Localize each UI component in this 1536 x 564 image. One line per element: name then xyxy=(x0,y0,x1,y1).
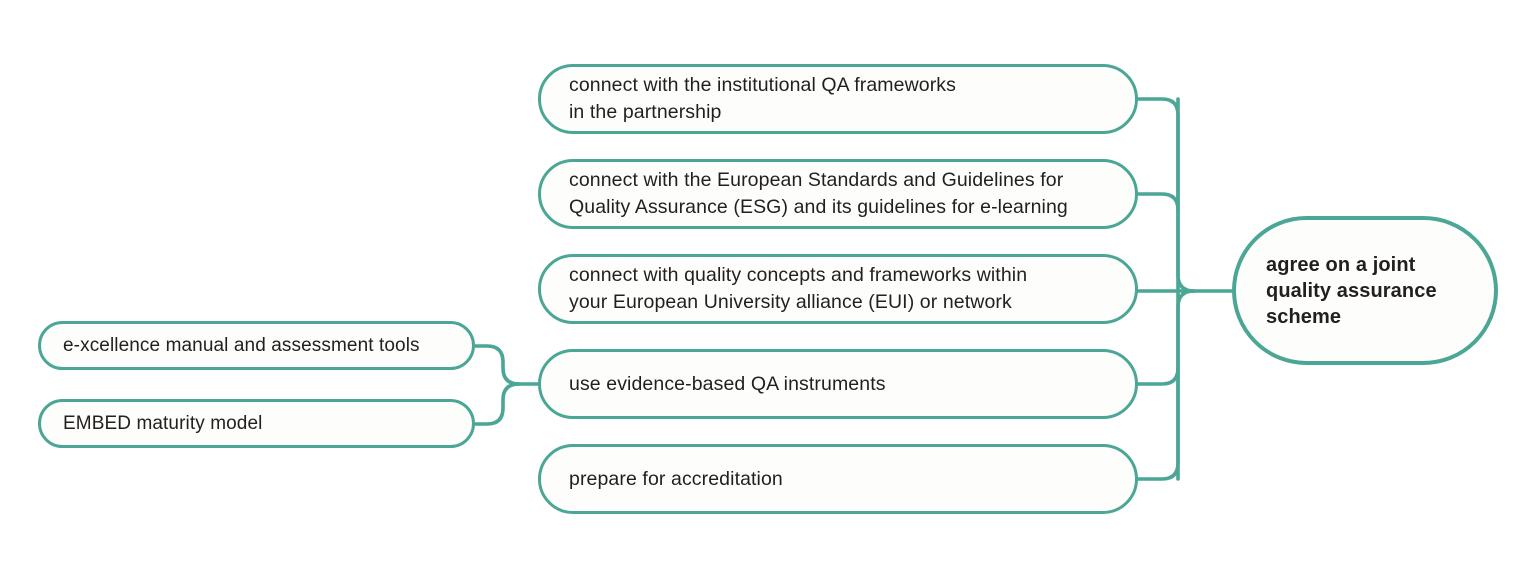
connector-e-xcellence xyxy=(473,344,540,386)
connector-embed xyxy=(473,382,521,426)
node-label: EMBED maturity model xyxy=(63,412,263,434)
node-label: connect with the institutional QA framew… xyxy=(569,74,956,123)
node-joint-qa-scheme[interactable]: agree on a joint quality assurance schem… xyxy=(1232,216,1498,365)
node-label: e-xcellence manual and assessment tools xyxy=(63,334,420,356)
node-evidence-based[interactable]: use evidence-based QA instruments xyxy=(538,349,1138,419)
node-accreditation[interactable]: prepare for accreditation xyxy=(538,444,1138,514)
node-label: agree on a joint quality assurance schem… xyxy=(1266,253,1437,328)
connector-evidence-based xyxy=(1136,366,1180,386)
node-label: prepare for accreditation xyxy=(569,467,783,490)
node-institutional-qa[interactable]: connect with the institutional QA framew… xyxy=(538,64,1138,134)
connector-accreditation xyxy=(1136,289,1196,481)
node-label: use evidence-based QA instruments xyxy=(569,372,886,395)
connector-esg xyxy=(1136,192,1180,212)
node-label: connect with the European Standards and … xyxy=(569,169,1068,218)
connector-institutional-qa xyxy=(1136,97,1234,293)
node-eui-alliance[interactable]: connect with quality concepts and framew… xyxy=(538,254,1138,324)
node-esg[interactable]: connect with the European Standards and … xyxy=(538,159,1138,229)
node-embed[interactable]: EMBED maturity model xyxy=(38,399,475,448)
node-e-xcellence[interactable]: e-xcellence manual and assessment tools xyxy=(38,321,475,370)
node-label: connect with quality concepts and framew… xyxy=(569,264,1028,313)
